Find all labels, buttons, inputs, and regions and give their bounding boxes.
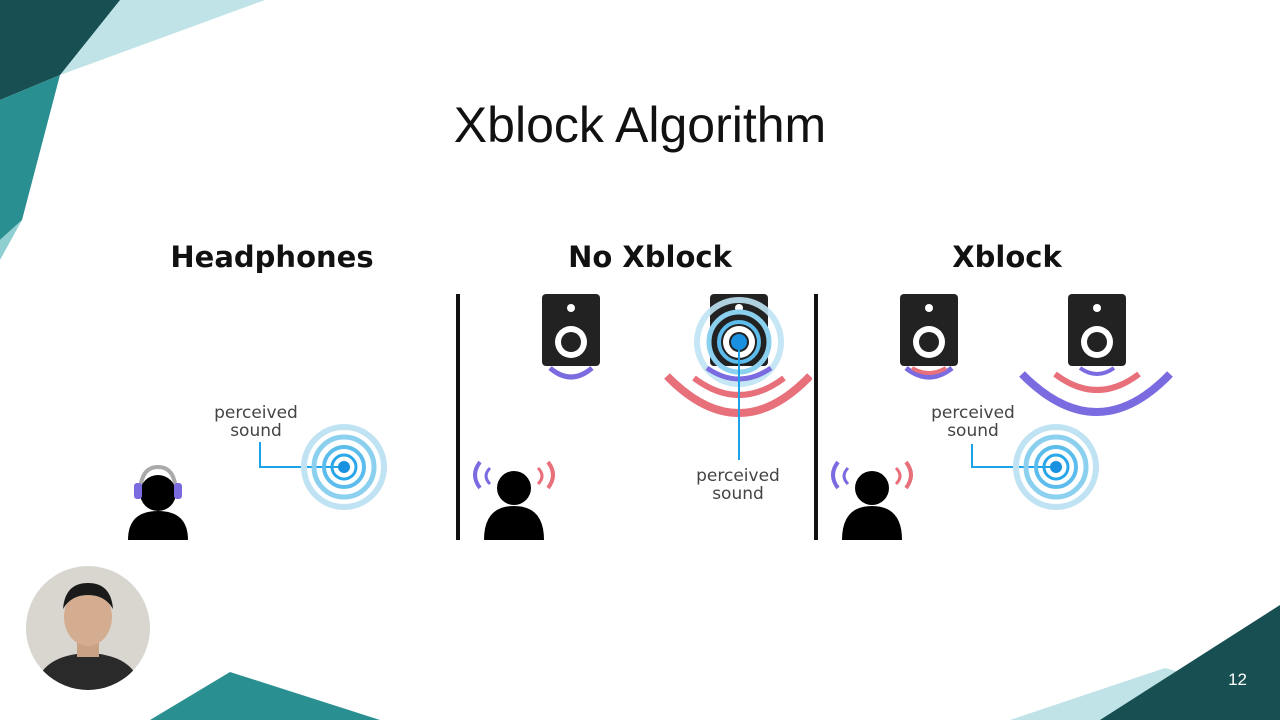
- no-xblock-panel-graphic: [473, 294, 812, 540]
- page-number: 12: [1228, 670, 1247, 689]
- heading-headphones: Headphones: [170, 240, 374, 274]
- heading-no-xblock: No Xblock: [568, 240, 732, 274]
- presenter-webcam-avatar: [26, 566, 150, 690]
- listener-icon: [831, 460, 913, 540]
- headphones-panel-graphic: [128, 424, 387, 540]
- right-speaker-icon: [1019, 294, 1173, 416]
- right-speaker-icon: [664, 294, 812, 460]
- panel-divider: [814, 294, 818, 540]
- heading-xblock: Xblock: [952, 240, 1062, 274]
- listener-icon: [473, 460, 555, 540]
- panel-divider: [456, 294, 460, 540]
- perceived-sound-label: perceived sound: [931, 403, 1015, 441]
- perceived-sound-icon: [259, 424, 387, 510]
- slide-title: Xblock Algorithm: [453, 97, 827, 153]
- left-speaker-icon: [542, 294, 600, 380]
- perceived-sound-label: perceived sound: [696, 466, 780, 504]
- xblock-panel-graphic: [831, 294, 1173, 540]
- headphones-person-icon: [128, 464, 188, 540]
- left-speaker-icon: [900, 294, 958, 380]
- perceived-sound-icon: [971, 424, 1099, 510]
- perceived-sound-label: perceived sound: [214, 403, 298, 441]
